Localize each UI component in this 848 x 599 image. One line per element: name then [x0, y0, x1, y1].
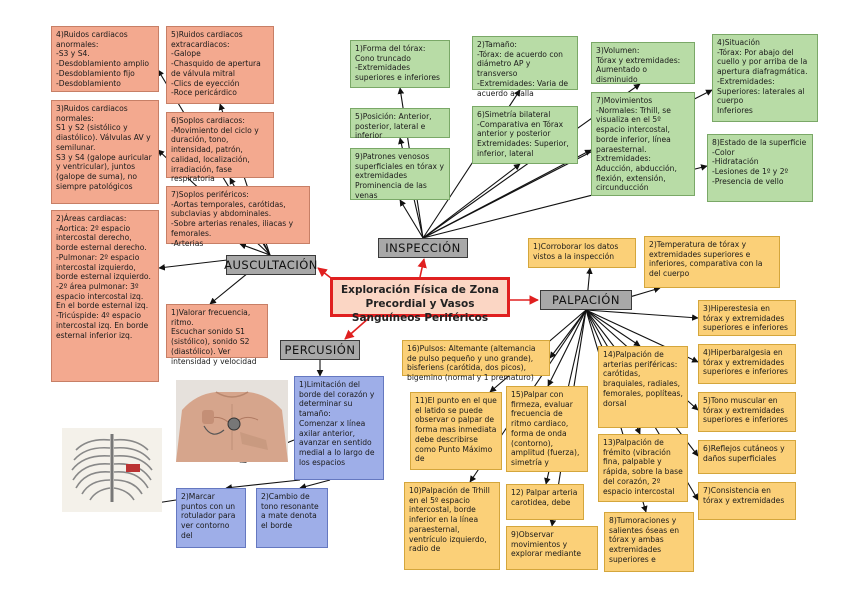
branch-arrow: [585, 309, 699, 321]
hub-percusion: PERCUSIÓN: [280, 340, 360, 360]
branch-arrow: [422, 163, 521, 239]
inspeccion-node-2: 2)Tamaño: -Tórax: de acuerdo con diámetr…: [472, 36, 578, 98]
auscultacion-node-1: 1)Valorar frecuencia, ritmo. Escuchar so…: [166, 304, 268, 366]
palpacion-node-5: 5)Tono muscular en tórax y extremidades …: [698, 392, 796, 432]
palpacion-node-6: 6)Reflejos cutáneos y daños superficiale…: [698, 440, 796, 474]
palpacion-node-9: 9)Observar movimientos y explorar median…: [506, 526, 598, 570]
branch-arrow: [399, 199, 424, 239]
inspeccion-node-3: 3)Volumen: Tórax y extremidades: Aumenta…: [591, 42, 695, 84]
palpacion-node-8: 8)Tumoraciones y salientes óseas en tóra…: [604, 512, 694, 572]
inspeccion-node-6: 6)Simetría bilateral -Comparativa en Tór…: [472, 106, 578, 164]
palpacion-node-12: 12) Palpar arteria carotidea, debe: [506, 484, 584, 520]
inspeccion-node-7: 7)Movimientos -Normales: Trhill, se visu…: [591, 92, 695, 196]
percusion-node-2b: 2)Cambio de tono resonante a mate denota…: [256, 488, 328, 548]
branch-arrow: [547, 309, 587, 387]
palpacion-node-14: 14)Palpación de arterias periféricas: ca…: [598, 346, 688, 428]
hub-palpacion: PALPACIÓN: [540, 290, 632, 310]
auscultacion-node-2: 2)Áreas cardiacas: -Aortica: 2º espacio …: [51, 210, 159, 382]
palpacion-node-1: 1)Corroborar los datos vistos a la inspe…: [528, 238, 636, 268]
palpacion-node-10: 10)Palpación de Trhill en el 5º espacio …: [404, 482, 500, 570]
branch-arrow: [422, 149, 592, 239]
auscultacion-node-6: 6)Soplos cardiacos: -Movimiento del cicl…: [166, 112, 274, 183]
stethoscope-chest-photo: [176, 380, 288, 462]
palpacion-node-13: 13)Palpación de frémito (vibración fina,…: [598, 434, 688, 502]
central-topic: Exploración Física de Zona Precordial y …: [330, 277, 510, 324]
hub-auscultacion: AUSCULTACIÓN: [224, 255, 317, 275]
branch-arrow: [299, 479, 331, 490]
inspeccion-node-5: 5)Posición: Anterior, posterior, lateral…: [350, 108, 450, 140]
palpacion-node-4: 4)Hiperbaralgesia en tórax y extremidade…: [698, 344, 796, 384]
inspeccion-node-4: 4)Situación -Tórax: Por abajo del cuello…: [712, 34, 818, 122]
branch-arrow: [239, 242, 271, 256]
palpacion-node-11: 11)El punto en el que el latido se puede…: [410, 392, 502, 470]
percusion-node-2a: 2)Marcar puntos con un rotulador para ve…: [176, 488, 246, 548]
palpacion-node-7: 7)Consistencia en tórax y extremidades: [698, 482, 796, 520]
inspeccion-node-8: 8)Estado de la superficie -Color -Hidrat…: [707, 134, 813, 202]
branch-arrow: [225, 479, 301, 491]
hub-inspeccion: INSPECCIÓN: [378, 238, 468, 258]
auscultacion-node-7: 7)Soplos periféricos: -Aortas temporales…: [166, 186, 310, 248]
palpacion-node-16: 16)Pulsos: Altemante (altemancia de puls…: [402, 340, 550, 382]
palpacion-node-3: 3)Hiperestesia en tórax y extremidades s…: [698, 300, 796, 336]
branch-arrow: [585, 309, 641, 347]
percusion-node-1: 1)Limitación del borde del corazón y det…: [294, 376, 384, 480]
inspeccion-node-1: 1)Forma del tórax: Cono truncado -Extrem…: [350, 40, 450, 88]
main-branch-arrow: [417, 258, 427, 278]
inspeccion-node-9: 9)Patrones venosos superficiales en tóra…: [350, 148, 450, 200]
main-branch-arrow: [344, 316, 371, 340]
palpacion-node-15: 15)Palpar con firmeza, evaluar frecuenci…: [506, 386, 588, 472]
auscultacion-node-5: 5)Ruidos cardiacos extracardiacos: -Galo…: [166, 26, 274, 104]
ribcage-sketch: [62, 428, 162, 512]
auscultacion-node-3: 3)Ruidos cardiacos normales: S1 y S2 (si…: [51, 100, 159, 204]
palpacion-node-2: 2)Temperatura de tórax y extremidades su…: [644, 236, 780, 288]
auscultacion-node-4: 4)Ruidos cardiacos anormales: -S3 y S4. …: [51, 26, 159, 92]
